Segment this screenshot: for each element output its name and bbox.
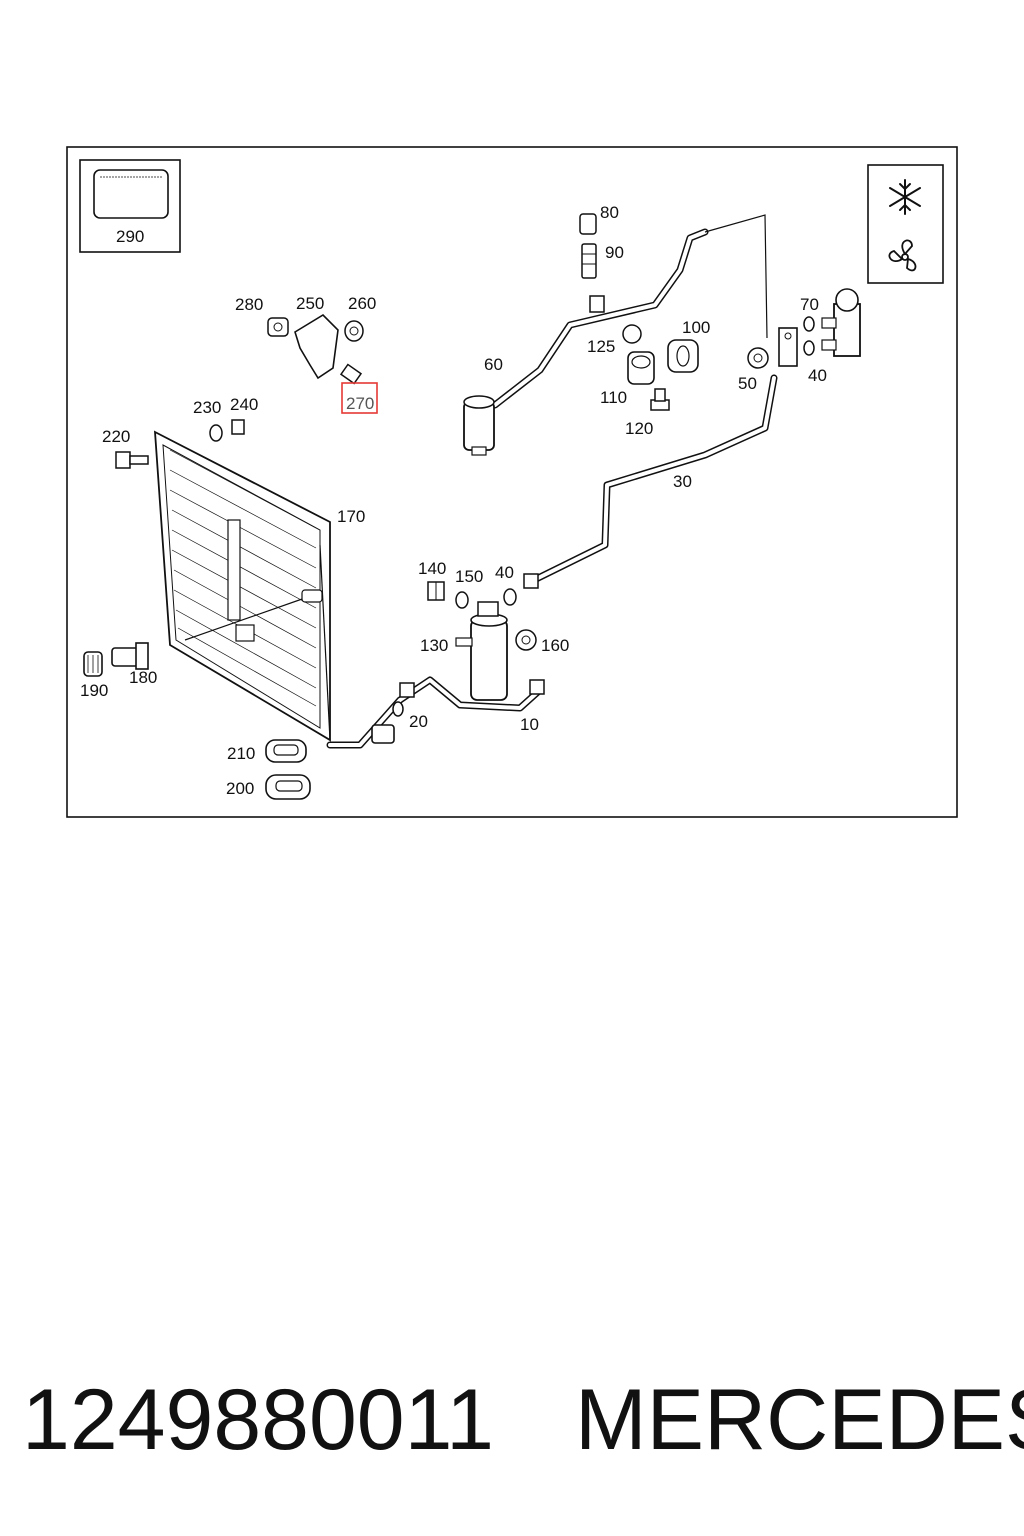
label-220: 220 <box>102 427 130 446</box>
part-60-hose-end <box>463 395 495 456</box>
system-icon-box <box>867 164 944 284</box>
highlight-box-270 <box>341 382 378 414</box>
part-125-cap <box>622 324 642 344</box>
label-120: 120 <box>625 419 653 438</box>
part-180-valve <box>111 642 149 670</box>
part-110-clamp <box>627 351 655 385</box>
part-160-nut <box>515 629 537 651</box>
part-40-oring-top <box>803 316 815 332</box>
part-220-bolt <box>115 451 149 469</box>
part-210-seal <box>265 739 307 763</box>
part-90-valve <box>581 243 597 279</box>
fitting <box>529 679 545 695</box>
part-130-receiver-drier <box>455 601 508 701</box>
label-250: 250 <box>296 294 324 313</box>
label-180: 180 <box>129 668 157 687</box>
label-90: 90 <box>605 243 624 262</box>
part-40-oring <box>503 588 517 606</box>
snowflake-icon <box>889 179 921 215</box>
part-120-bolt <box>650 388 670 411</box>
part-140-switch <box>427 581 445 601</box>
label-30: 30 <box>673 472 692 491</box>
part-290-decal <box>79 159 181 253</box>
label-260: 260 <box>348 294 376 313</box>
label-240: 240 <box>230 395 258 414</box>
label-130: 130 <box>420 636 448 655</box>
label-40-top: 40 <box>808 366 827 385</box>
label-100: 100 <box>682 318 710 337</box>
fitting <box>399 682 415 698</box>
label-230: 230 <box>193 398 221 417</box>
part-200-seal <box>265 774 311 800</box>
part-20-oring <box>392 701 404 717</box>
pipe-end-fitting <box>523 573 539 589</box>
footer: 1249880011 MERCEDES <box>0 1370 1024 1470</box>
label-125: 125 <box>587 337 615 356</box>
part-230-washer <box>209 424 223 442</box>
label-50: 50 <box>738 374 757 393</box>
part-270-screw <box>339 363 363 385</box>
service-port <box>589 295 605 313</box>
label-270-highlighted: 270 <box>346 394 374 413</box>
part-260-nut <box>344 320 364 342</box>
part-70-expansion-valve <box>821 288 861 357</box>
label-20: 20 <box>409 712 428 731</box>
label-190: 190 <box>80 681 108 700</box>
label-160: 160 <box>541 636 569 655</box>
part-190-cap <box>83 651 103 677</box>
part-250-bracket <box>294 313 339 380</box>
label-150: 150 <box>455 567 483 586</box>
label-140: 140 <box>418 559 446 578</box>
label-60: 60 <box>484 355 503 374</box>
brand-name: MERCEDES <box>575 1372 1024 1468</box>
part-240-clip <box>231 419 245 435</box>
parts-diagram: 290 280 250 260 270 230 240 220 170 190 … <box>66 146 958 818</box>
label-280: 280 <box>235 295 263 314</box>
label-210: 210 <box>227 744 255 763</box>
part-170-condenser <box>153 430 331 742</box>
part-20-fitting <box>371 724 395 744</box>
part-150-oring <box>455 591 469 609</box>
label-40-bottom: 40 <box>495 563 514 582</box>
part-280-nut <box>267 317 289 337</box>
part-80-cap <box>579 213 597 235</box>
label-290: 290 <box>116 227 144 246</box>
label-80: 80 <box>600 203 619 222</box>
fan-icon <box>888 239 917 272</box>
valve-block <box>778 327 798 367</box>
label-170: 170 <box>337 507 365 526</box>
part-40-oring-bottom <box>803 340 815 356</box>
label-10: 10 <box>520 715 539 734</box>
label-110: 110 <box>600 388 627 407</box>
label-70: 70 <box>800 295 819 314</box>
leader-line <box>704 214 768 339</box>
label-200: 200 <box>226 779 254 798</box>
part-50-nut <box>747 347 769 369</box>
part-100-damper <box>667 339 699 373</box>
part-number: 1249880011 <box>22 1372 494 1468</box>
